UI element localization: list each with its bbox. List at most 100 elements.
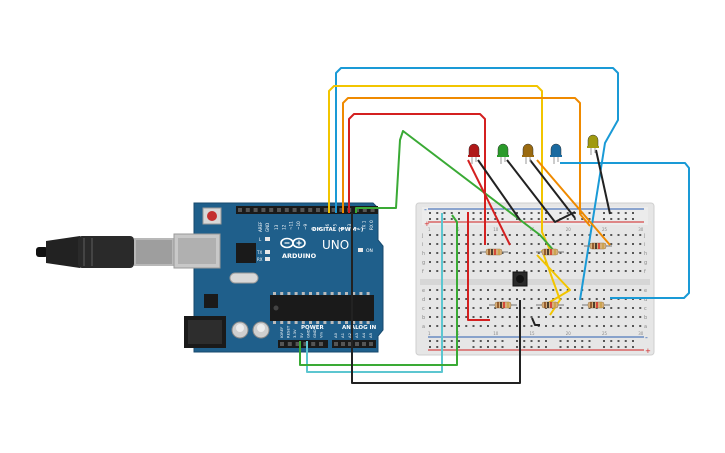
led[interactable]	[587, 134, 599, 155]
column-number: 25	[602, 331, 608, 336]
power-pin-label: 5V	[299, 333, 304, 338]
push-button[interactable]	[512, 271, 528, 287]
resistor[interactable]	[489, 301, 517, 309]
resistor[interactable]	[584, 242, 612, 250]
row-letter: i	[644, 242, 645, 248]
row-letter: f	[644, 269, 646, 275]
digital-pin-label: ~3	[347, 223, 352, 230]
analog-header[interactable]	[332, 340, 376, 348]
power-header-label: POWER	[301, 325, 325, 331]
tx-label: TX	[256, 250, 262, 255]
rail-plus-label-bottom: +	[645, 347, 651, 355]
row-letter: j	[421, 233, 423, 239]
usb-plug-icon[interactable]	[36, 236, 174, 268]
column-number: 20	[566, 227, 572, 232]
analog-pin-label: A0	[333, 332, 338, 338]
analog-pin-label: A5	[368, 332, 373, 338]
column-number: 1	[428, 331, 431, 336]
row-letter: j	[643, 233, 645, 239]
column-number: 25	[602, 227, 608, 232]
row-letter: g	[644, 260, 647, 266]
on-led-label: ON	[366, 248, 373, 254]
power-pin-label: GND	[305, 329, 310, 338]
resistors[interactable]	[480, 242, 612, 309]
digital-header[interactable]	[236, 206, 378, 214]
row-letter: b	[644, 315, 647, 321]
resistor[interactable]	[582, 301, 610, 309]
row-letter: f	[422, 269, 424, 275]
digital-pin-label: ~10	[296, 221, 301, 230]
digital-pin-label: ~9	[303, 223, 308, 230]
wire-black-led2[interactable]	[506, 159, 576, 223]
column-number: 10	[493, 227, 499, 232]
rail-minus-label-bottom: -	[645, 333, 648, 342]
model-name: UNO	[322, 238, 349, 252]
digital-pin-label: ~11	[289, 221, 294, 230]
column-number: 1	[428, 227, 431, 232]
wire-blue-led4[interactable]	[560, 162, 690, 299]
microcontroller-pins	[273, 292, 370, 324]
digital-pin-label: 2	[354, 227, 359, 230]
row-letter: h	[422, 251, 425, 257]
row-letter: a	[422, 324, 425, 330]
led[interactable]	[468, 143, 480, 164]
wire-black-analog[interactable]	[351, 213, 521, 384]
analog-pin-label: A3	[354, 332, 359, 338]
row-letter: b	[422, 315, 425, 321]
resistor[interactable]	[480, 248, 508, 256]
on-led	[358, 248, 363, 252]
digital-pin-label: ~6	[325, 223, 330, 230]
led[interactable]	[522, 143, 534, 164]
digital-pin-label: 4	[340, 227, 345, 230]
column-number: 5	[457, 331, 460, 336]
digital-pin-label: RX 0	[369, 220, 374, 230]
wire-green-pin3[interactable]	[355, 130, 556, 253]
resistor[interactable]	[536, 248, 564, 256]
wires[interactable]	[299, 67, 690, 384]
power-pin-label: IOREF	[279, 327, 284, 338]
wire-red-button[interactable]	[467, 159, 511, 246]
rx-label: RX	[257, 257, 263, 262]
wire-red-pin4[interactable]	[348, 113, 486, 245]
power-pin-label: RESET	[286, 325, 291, 338]
digital-pin-label: 8	[311, 227, 316, 230]
aref-label: AREF	[258, 221, 263, 232]
digital-pin-label: TX 1	[362, 220, 367, 231]
analog-pin-label: A1	[340, 332, 345, 338]
wire-cyan-5v[interactable]	[306, 213, 443, 373]
led[interactable]	[497, 143, 509, 164]
led[interactable]	[550, 143, 562, 164]
wire-black-btn[interactable]	[531, 317, 540, 326]
arduino-logo-icon	[280, 237, 306, 249]
wire-yellow-pin6[interactable]	[328, 85, 551, 251]
power-header[interactable]	[278, 340, 328, 348]
leds[interactable]	[468, 134, 599, 164]
row-letter: c	[644, 306, 647, 312]
wire-orange-pin5[interactable]	[342, 97, 591, 227]
digital-header-label: DIGITAL (PWM~)	[312, 227, 364, 233]
wire-orange-jumper[interactable]	[536, 159, 611, 246]
column-number: 10	[493, 331, 499, 336]
digital-pin-label: 12	[281, 224, 286, 230]
wire-red-jumper[interactable]	[467, 212, 490, 321]
wire-green-gnd[interactable]	[299, 214, 458, 366]
wire-black-led3[interactable]	[529, 159, 576, 219]
wire-blue-pin7[interactable]	[335, 67, 619, 301]
row-letter: a	[644, 324, 647, 330]
digital-pin-label: ~5	[332, 223, 337, 230]
reset-button[interactable]	[202, 207, 222, 225]
row-letter: d	[644, 297, 647, 303]
power-pin-label: GND	[312, 329, 317, 338]
wire-yellow-jumper2[interactable]	[541, 249, 561, 316]
resistor[interactable]	[536, 301, 564, 309]
wire-black-led5[interactable]	[595, 149, 611, 215]
wire-black-led1[interactable]	[477, 159, 521, 221]
row-letter: g	[422, 260, 425, 266]
